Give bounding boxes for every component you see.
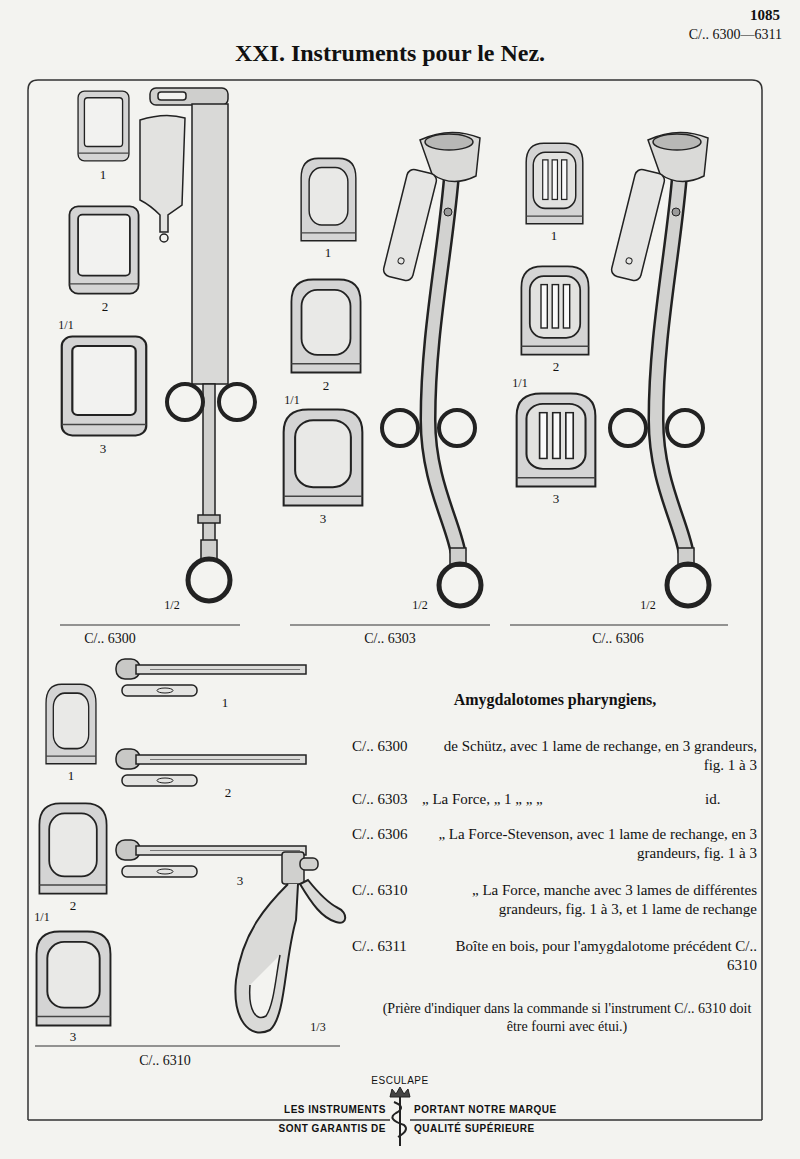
figure-number: 1	[325, 245, 332, 261]
description: de Schütz, avec 1 lame de rechange, en 3…	[422, 737, 757, 775]
label-text: de Schütz, avec 1 lame de rechange, en 3…	[444, 738, 757, 773]
catalog-number: C/.. 6303	[364, 630, 416, 648]
label-text: 2	[323, 378, 330, 393]
label-text: 1/2	[412, 598, 427, 612]
label-text: id.	[705, 791, 720, 807]
title-text: XXI. Instruments pour le Nez.	[235, 40, 545, 66]
brand-text: SONT GARANTIS DE	[279, 1123, 386, 1136]
label-text: 1/1	[34, 910, 49, 924]
label-text: „ La Force, manche avec 3 lames de diffé…	[472, 882, 757, 917]
figure-number: 3	[553, 491, 560, 507]
label-text: 1	[325, 245, 332, 260]
label-text: C/.. 6306	[352, 826, 407, 842]
figure-number: 2	[225, 785, 232, 801]
catalog-number: C/.. 6306	[352, 825, 407, 844]
label-text: 3	[553, 491, 560, 506]
label-text: 1/2	[164, 598, 179, 612]
catalog-number: C/.. 6311	[352, 937, 407, 956]
catalog-number: C/.. 6300	[352, 737, 407, 756]
label-text: 1085	[750, 7, 780, 23]
scale-ratio: 1/2	[640, 598, 655, 613]
figure-number: 1	[68, 768, 75, 784]
label-text: „ La Force, „ 1 „ „ „	[422, 791, 543, 807]
scale-ratio: 1/1	[34, 910, 49, 925]
figure-number: 3	[237, 873, 244, 889]
catalog-number: C/.. 6303	[352, 790, 407, 809]
label-text: 1/2	[640, 598, 655, 612]
label-text: SONT GARANTIS DE	[279, 1123, 386, 1134]
scale-ratio: 1/2	[412, 598, 427, 613]
label-text: 1	[68, 768, 75, 783]
brand-text: PORTANT NOTRE MARQUE	[414, 1104, 557, 1117]
figure-number: 3	[70, 1029, 77, 1045]
label-text: 3	[320, 511, 327, 526]
figure-number: 1	[222, 695, 229, 711]
label-text: 2	[102, 299, 109, 314]
label-text: 2	[70, 898, 77, 913]
label-text: QUALITÉ SUPÉRIEURE	[414, 1123, 535, 1134]
brand-text: QUALITÉ SUPÉRIEURE	[414, 1123, 535, 1136]
label-text: C/.. 6310	[139, 1053, 191, 1068]
figure-number: 2	[323, 378, 330, 394]
figure-number: 2	[553, 359, 560, 375]
label-text: PORTANT NOTRE MARQUE	[414, 1104, 557, 1115]
scale-ratio: 1/3	[310, 1020, 325, 1035]
figure-number: 1	[551, 228, 558, 244]
label-text: C/.. 6300	[352, 738, 407, 754]
label-text: Amygdalotomes pharyngiens,	[454, 691, 657, 708]
catalog-number: C/.. 6310	[352, 881, 407, 900]
catalog-number: C/.. 6310	[139, 1052, 191, 1070]
label-text: 3	[70, 1029, 77, 1044]
label-text: 1	[551, 228, 558, 243]
label-text: 3	[100, 441, 107, 456]
catalog-number: C/.. 6300	[84, 630, 136, 648]
label-text: C/.. 6303	[352, 791, 407, 807]
label-text: 1/3	[310, 1020, 325, 1034]
description: „ La Force, „ 1 „ „ „	[422, 790, 543, 809]
figure-number: 3	[100, 441, 107, 457]
description: id.	[705, 790, 720, 809]
figure-number: 2	[102, 299, 109, 315]
label-text: 3	[237, 873, 244, 888]
label-text: (Prière d'indiquer dans la commande si l…	[383, 1001, 752, 1034]
label-text: Boîte en bois, pour l'amygdalotome précé…	[456, 938, 757, 973]
label-text: „ La Force-Stevenson, avec 1 lame de rec…	[438, 826, 757, 861]
figure-number: 2	[70, 898, 77, 914]
scale-ratio: 1/2	[164, 598, 179, 613]
order-note: (Prière d'indiquer dans la commande si l…	[378, 1000, 756, 1035]
description: „ La Force, manche avec 3 lames de diffé…	[422, 881, 757, 919]
figure-number: 1	[100, 167, 107, 183]
label-text: 2	[553, 359, 560, 374]
scale-ratio: 1/1	[58, 318, 73, 333]
page-title: XXI. Instruments pour le Nez.	[235, 38, 545, 68]
label-text: C/.. 6300—6311	[689, 27, 782, 42]
catalog-range: C/.. 6300—6311	[689, 26, 782, 44]
brand-text: LES INSTRUMENTS	[284, 1104, 386, 1117]
label-text: C/.. 6300	[84, 631, 136, 646]
label-text: 1/1	[512, 376, 527, 390]
description: Boîte en bois, pour l'amygdalotome précé…	[422, 937, 757, 975]
label-text: 1/1	[284, 393, 299, 407]
section-heading: Amygdalotomes pharyngiens,	[454, 690, 657, 710]
label-text: C/.. 6303	[364, 631, 416, 646]
label-text: 1	[100, 167, 107, 182]
label-text: 1/1	[58, 318, 73, 332]
page-number: 1085	[750, 6, 780, 25]
label-text: 2	[225, 785, 232, 800]
label-text: 1	[222, 695, 229, 710]
brand-name: ESCULAPE	[371, 1075, 428, 1088]
scale-ratio: 1/1	[284, 393, 299, 408]
label-text: C/.. 6311	[352, 938, 407, 954]
description: „ La Force-Stevenson, avec 1 lame de rec…	[422, 825, 757, 863]
label-text: C/.. 6306	[592, 631, 644, 646]
catalog-number: C/.. 6306	[592, 630, 644, 648]
scale-ratio: 1/1	[512, 376, 527, 391]
label-text: C/.. 6310	[352, 882, 407, 898]
label-text: ESCULAPE	[371, 1075, 428, 1086]
figure-number: 3	[320, 511, 327, 527]
label-text: LES INSTRUMENTS	[284, 1104, 386, 1115]
